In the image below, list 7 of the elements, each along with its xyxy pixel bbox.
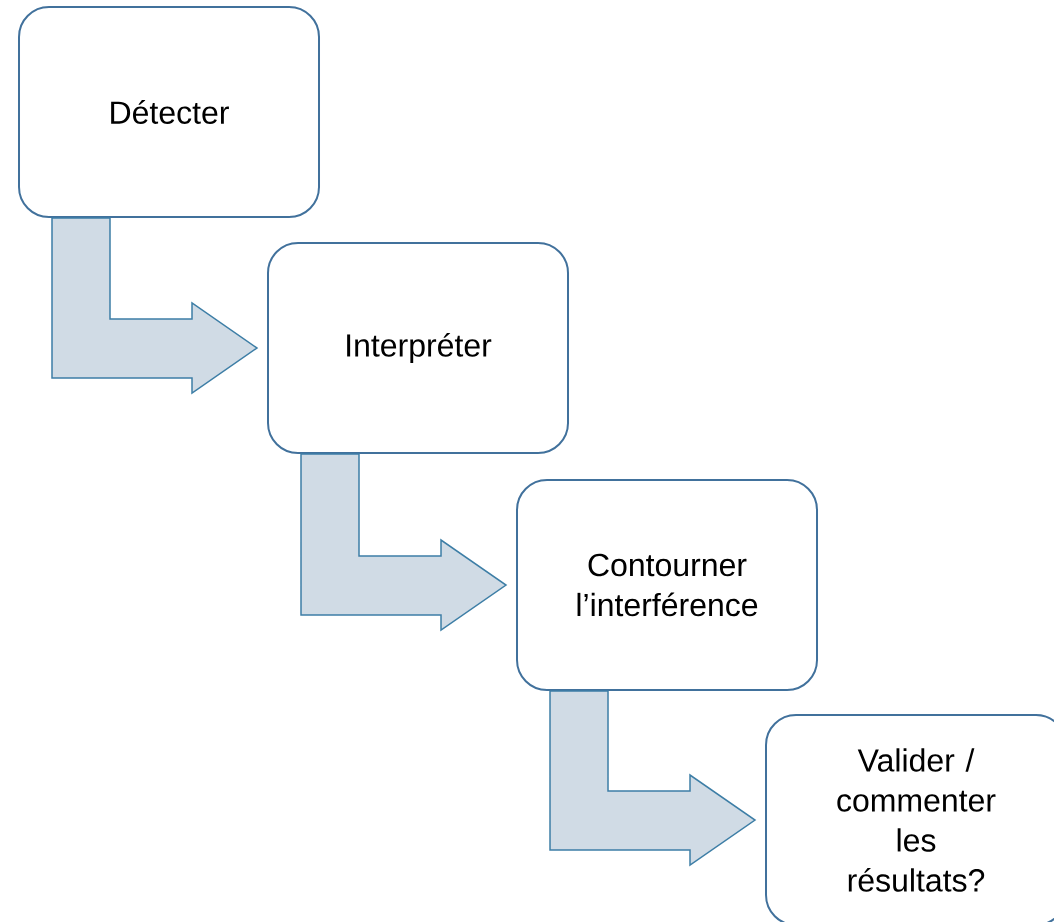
process-box: Contourner l’interférence — [516, 479, 818, 691]
bent-arrow — [51, 217, 259, 395]
bent-arrow — [549, 690, 757, 867]
process-box: Valider / commenter les résultats? — [765, 714, 1054, 922]
process-box: Détecter — [18, 6, 320, 218]
process-box: Interpréter — [267, 242, 569, 454]
bent-arrow — [300, 453, 508, 632]
